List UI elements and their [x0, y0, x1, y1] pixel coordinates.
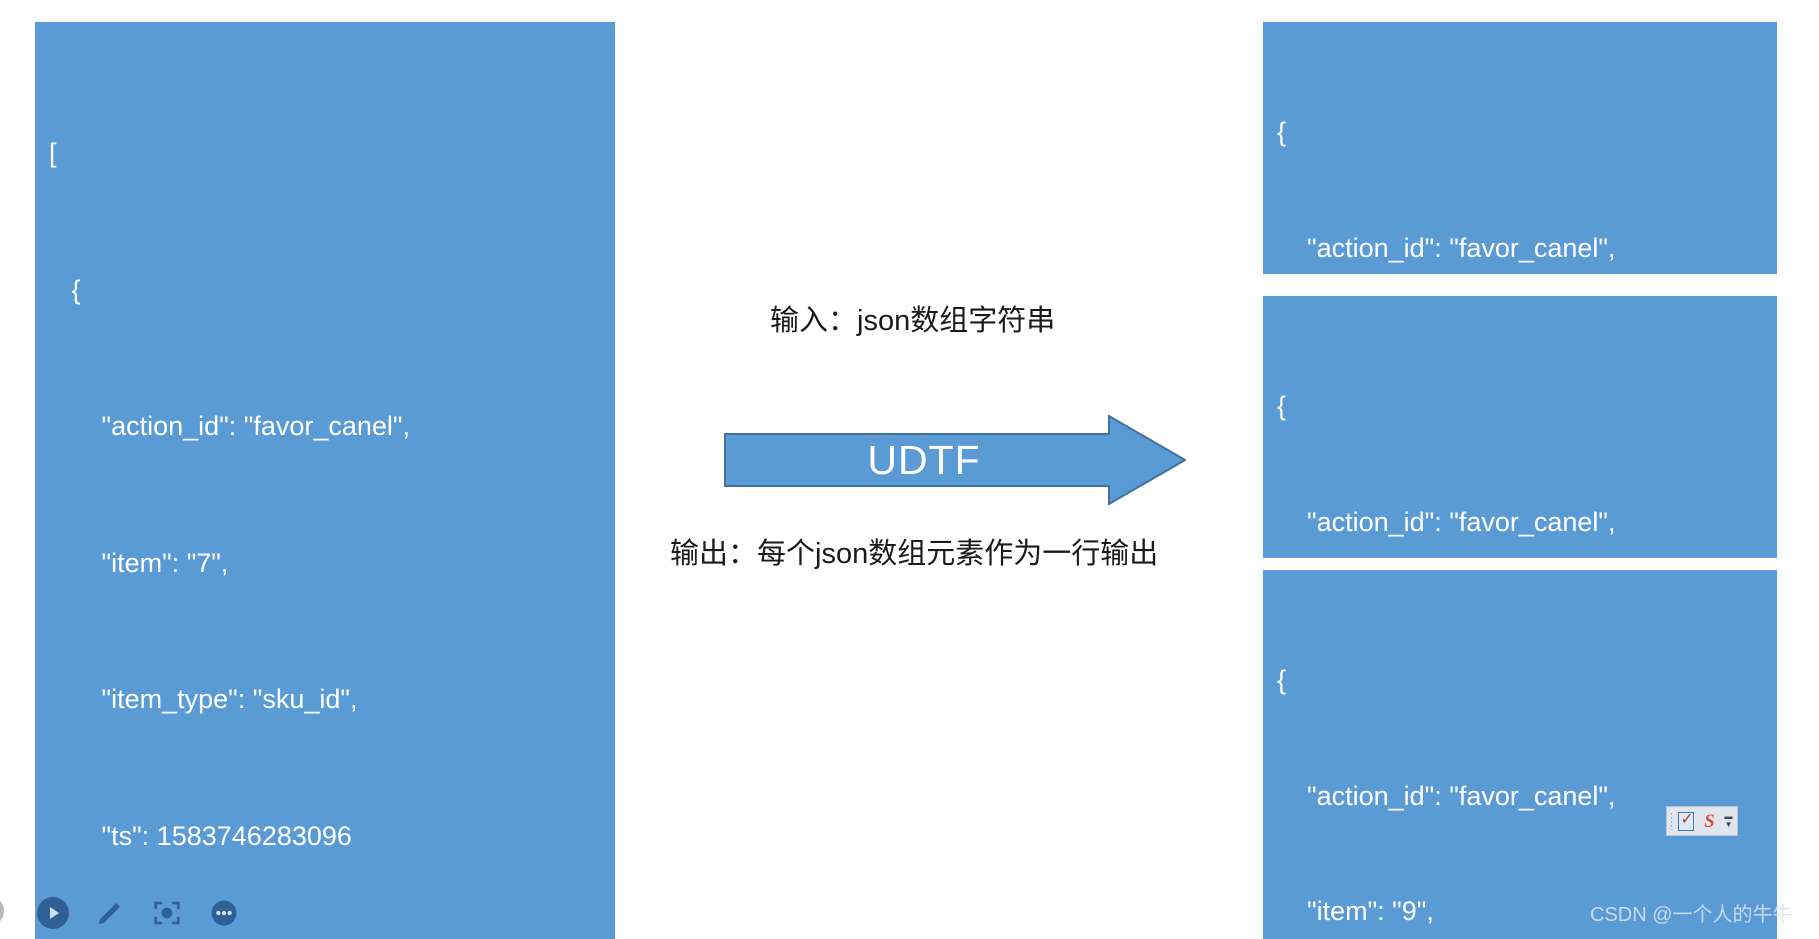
more-dots-icon[interactable] — [207, 896, 241, 930]
json-line: "action_id": "favor_canel", — [1277, 232, 1616, 263]
output-row-3-panel: { "action_id": "favor_canel", "item": "9… — [1263, 570, 1777, 939]
json-line: { — [49, 274, 81, 305]
document-check-icon[interactable]: ✓ — [1677, 810, 1696, 832]
screen-recorder-toolbar[interactable] — [36, 892, 241, 934]
csdn-watermark: CSDN @一个人的牛牛 — [1590, 904, 1793, 926]
json-line: "action_id": "favor_canel", — [1277, 506, 1616, 537]
json-line: "item_type": "sku_id", — [49, 684, 358, 714]
input-caption: 输入：json数组字符串 — [770, 305, 1056, 337]
json-line: "action_id": "favor_canel", — [49, 411, 411, 441]
recorder-edge-button[interactable] — [0, 896, 4, 926]
output-caption: 输出：每个json数组元素作为一行输出 — [670, 538, 1159, 570]
pencil-glyph — [98, 903, 120, 925]
json-line: "ts": 1583746283096 — [49, 820, 352, 851]
json-line: "item": "7", — [49, 547, 229, 578]
expand-collapse-icon[interactable]: ▬▼ — [1724, 812, 1733, 829]
json-line: "action_id": "favor_canel", — [1277, 780, 1616, 811]
json-line: { — [1277, 665, 1287, 695]
json-line: "item": "9", — [1277, 896, 1434, 926]
json-line: { — [1277, 117, 1287, 147]
json-line: [ — [49, 138, 57, 168]
output-row-2-panel: { "action_id": "favor_canel", "item": "8… — [1263, 296, 1777, 558]
json-line: { — [1277, 391, 1287, 421]
ime-floating-toolbar[interactable]: ✓ S ▬▼ — [1666, 806, 1738, 836]
sogou-s-icon[interactable]: S — [1704, 810, 1715, 832]
json-array-string-input-panel: [ { "action_id": "favor_canel", "item": … — [35, 22, 615, 939]
play-circle-icon[interactable] — [36, 896, 70, 930]
focus-glyph — [154, 901, 180, 925]
drag-handle-icon[interactable] — [1670, 812, 1673, 830]
udtf-arrow — [724, 415, 1186, 505]
right-arrow-icon — [724, 415, 1186, 505]
output-row-1-panel: { "action_id": "favor_canel", "item": "7… — [1263, 22, 1777, 274]
capture-focus-icon[interactable] — [150, 896, 184, 930]
pencil-icon[interactable] — [93, 896, 127, 930]
more-glyph — [211, 900, 237, 926]
